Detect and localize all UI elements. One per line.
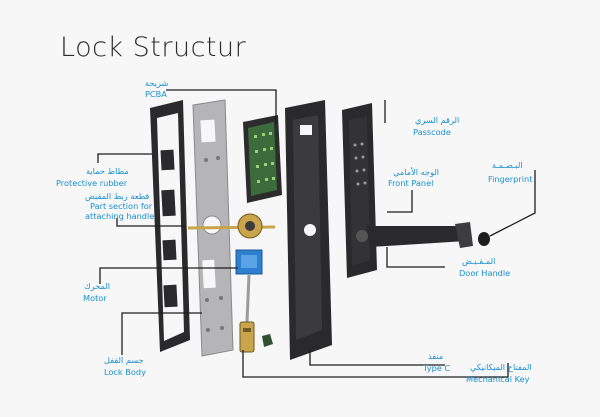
type-c-label-ar: منفذ	[428, 351, 444, 361]
mechanical-key-label-ar: المفتاح الميكانيكي	[470, 362, 532, 372]
front-panel-label-ar: الوجه الأمامي	[393, 167, 440, 177]
door-handle-label-ar: المـقـبـض	[462, 256, 496, 266]
front-panel	[342, 103, 377, 278]
motor-unit	[235, 249, 263, 323]
page-title: Lock Structur	[60, 32, 247, 63]
handle-spindle	[187, 213, 276, 239]
handle-part-label-en-2: attaching handle	[85, 211, 155, 221]
pcba-label-ar: شريحة	[145, 78, 169, 88]
door-handle	[366, 222, 490, 248]
pcba-label-en: PCBA	[145, 89, 167, 99]
lock-body	[239, 321, 273, 353]
passcode-label-en: Passcode	[413, 127, 451, 137]
motor-label-ar: المحرك	[84, 281, 111, 291]
passcode-label-ar: الرقم السري	[415, 115, 460, 125]
handle-part-label-en-1: Part section for	[90, 201, 153, 211]
leader-lines	[97, 89, 536, 378]
lock-body-label-ar: جسم القفل	[104, 355, 144, 365]
type-c-label-en: Type C	[423, 363, 451, 373]
handle-part-label-ar: قطعة ربط المقبض	[85, 191, 150, 201]
fingerprint-label-en: Fingerprint	[488, 174, 533, 184]
protective-rubber-label-ar: مطاط حماية	[86, 166, 129, 176]
mechanical-key-label-en: Mechanical Key	[466, 374, 530, 384]
motor-label-en: Motor	[83, 293, 107, 303]
back-housing	[285, 100, 332, 360]
door-handle-label-en: Door Handle	[459, 268, 511, 278]
pcba-board	[243, 115, 282, 203]
lock-body-label-en: Lock Body	[104, 367, 146, 377]
fingerprint-label-ar: البـصـمـة	[492, 160, 523, 170]
front-panel-label-en: Front Panel	[388, 178, 434, 188]
protective-rubber-label-en: Protective rubber	[56, 178, 128, 188]
